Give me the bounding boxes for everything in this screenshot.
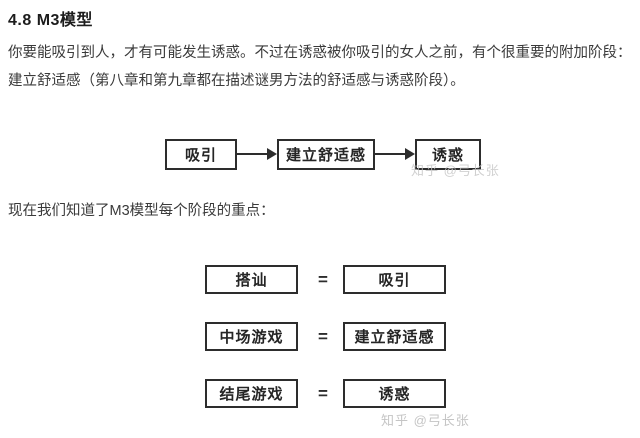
equation-left-box: 中场游戏: [205, 322, 298, 351]
stage-mapping-diagram: 搭讪 = 吸引 中场游戏 = 建立舒适感 结尾游戏 = 诱惑: [0, 265, 640, 411]
flow-stage-box-attraction: 吸引: [165, 139, 237, 170]
watermark-zhihu: 知乎 @弓长张: [411, 163, 500, 178]
equation-row: 中场游戏 = 建立舒适感: [0, 322, 640, 351]
equation-row: 搭讪 = 吸引: [0, 265, 640, 294]
intro-paragraph: 你要能吸引到人，才有可能发生诱惑。不过在诱惑被你吸引的女人之前，有个很重要的附加…: [8, 45, 632, 89]
watermark-zhihu: 知乎 @弓长张: [381, 413, 470, 428]
equals-sign: =: [318, 269, 328, 289]
section-title: 4.8 M3模型: [8, 12, 93, 29]
equals-sign: =: [318, 383, 328, 403]
equation-left-box: 结尾游戏: [205, 379, 298, 408]
m3-flow-diagram: 吸引 建立舒适感 诱惑 知乎 @弓长张: [0, 139, 640, 181]
equation-right-box: 诱惑: [343, 379, 446, 408]
equals-sign: =: [318, 326, 328, 346]
summary-lead-text: 现在我们知道了M3模型每个阶段的重点：: [8, 203, 275, 219]
equation-row: 结尾游戏 = 诱惑: [0, 379, 640, 408]
flow-stage-box-seduction: 诱惑: [415, 139, 481, 170]
equation-right-box: 吸引: [343, 265, 446, 294]
equation-left-box: 搭讪: [205, 265, 298, 294]
flow-arrow-icon: [237, 148, 277, 160]
flow-arrow-icon: [375, 148, 415, 160]
flow-stage-box-comfort: 建立舒适感: [277, 139, 375, 170]
equation-right-box: 建立舒适感: [343, 322, 446, 351]
